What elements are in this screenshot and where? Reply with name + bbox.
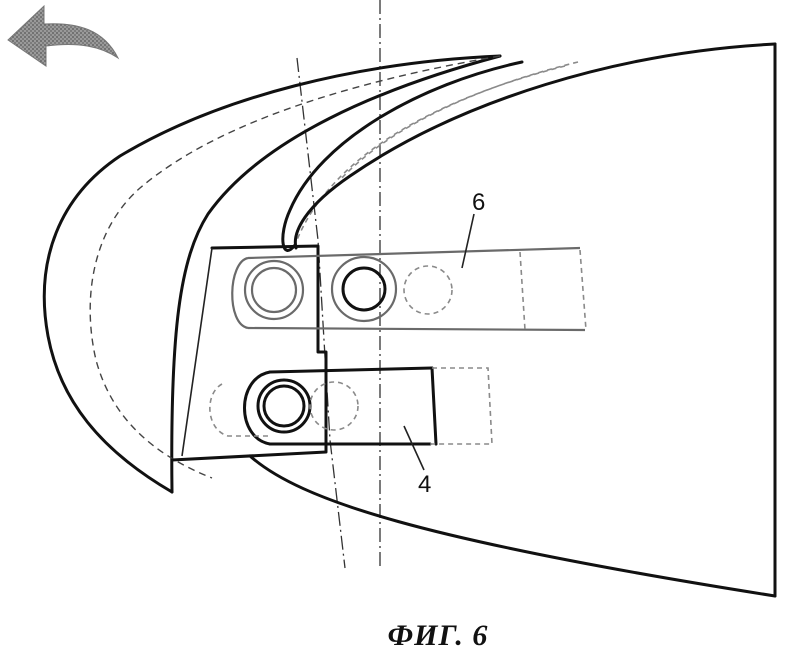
track-6 [231,246,587,332]
wing-body [248,42,777,598]
track-4 [209,366,493,446]
leader-lines [403,213,475,471]
slat-outer [42,54,502,494]
label-part-6: 6 [472,189,485,216]
curved-arrow-icon [7,4,120,67]
label-part-4: 4 [418,471,431,498]
slat-middle [281,60,579,252]
figure-caption: ФИГ. 6 [388,619,489,652]
axis-lines [296,0,381,569]
attachment-plate [170,244,328,462]
